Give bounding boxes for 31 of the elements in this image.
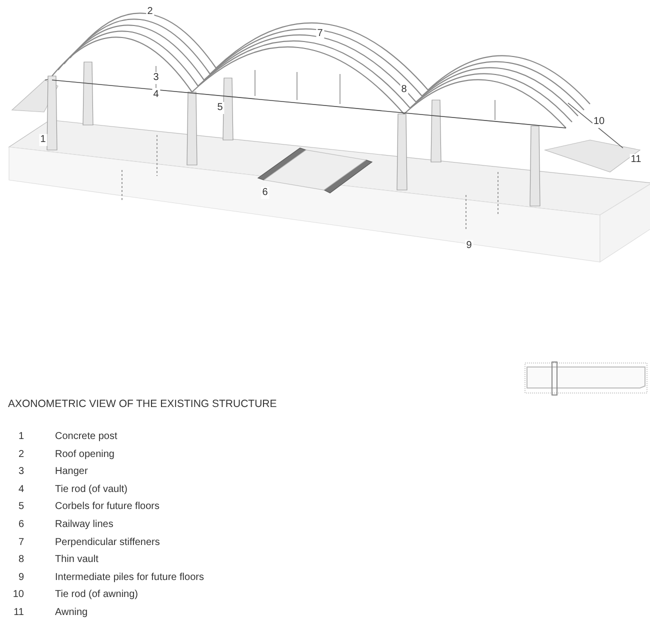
key-description: Perpendicular stiffeners bbox=[55, 536, 160, 549]
key-number: 3 bbox=[17, 466, 24, 478]
key-description: Roof opening bbox=[55, 448, 114, 461]
key-description: Tie rod (of awning) bbox=[55, 589, 138, 602]
key-description: Awning bbox=[55, 607, 88, 619]
callout-number: 6 bbox=[261, 187, 269, 199]
callout-number: 1 bbox=[39, 134, 47, 146]
key-number: 10 bbox=[12, 589, 24, 602]
callout-number: 8 bbox=[400, 84, 408, 96]
callout-number: 7 bbox=[316, 28, 324, 40]
callout-number: 5 bbox=[216, 102, 224, 114]
key-number: 5 bbox=[17, 501, 24, 514]
key-number: 9 bbox=[17, 572, 24, 584]
callout-number: 10 bbox=[592, 116, 606, 128]
key-number: 2 bbox=[17, 448, 24, 461]
callout-number: 3 bbox=[152, 72, 160, 84]
key-number: 1 bbox=[17, 431, 24, 443]
key-number: 7 bbox=[17, 536, 24, 549]
key-description: Thin vault bbox=[55, 554, 98, 566]
key-description: Tie rod (of vault) bbox=[55, 484, 128, 496]
callout-number: 2 bbox=[146, 6, 154, 18]
key-number: 4 bbox=[17, 484, 24, 496]
key-description: Railway lines bbox=[55, 519, 114, 531]
figure-title: AXONOMETRIC VIEW OF THE EXISTING STRUCTURE bbox=[8, 398, 277, 410]
key-number: 6 bbox=[17, 519, 24, 531]
key-description: Corbels for future floors bbox=[55, 501, 160, 514]
key-description: Intermediate piles for future floors bbox=[55, 572, 204, 584]
key-description: Concrete post bbox=[55, 431, 118, 443]
key-number: 11 bbox=[12, 607, 24, 619]
key-number: 8 bbox=[17, 554, 24, 566]
key-description: Hanger bbox=[55, 466, 88, 478]
